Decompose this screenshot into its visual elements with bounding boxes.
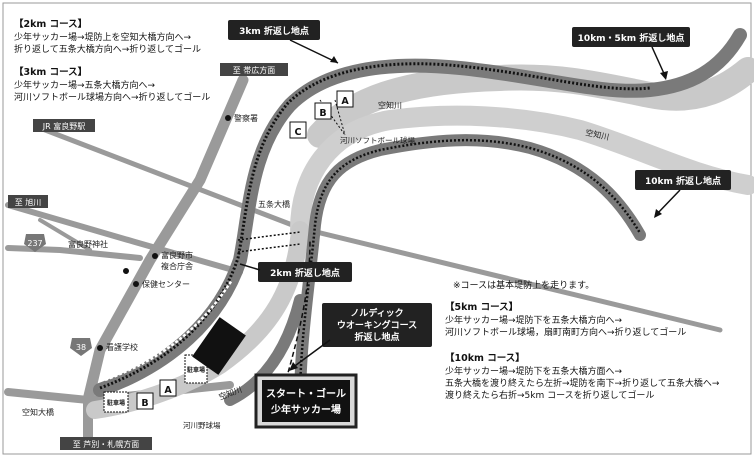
river-label-upper: 空知川	[378, 100, 402, 110]
course-note: ※コースは基本堤防上を走ります。	[453, 279, 594, 291]
course-5km-text: 【5km コース】 少年サッカー場→堤防下を五条大橋方向へ→ 河川ソフトボール球…	[445, 301, 686, 338]
svg-text:A: A	[341, 96, 349, 107]
svg-text:C: C	[295, 127, 302, 138]
jr-station-box: JR 富良野駅	[33, 119, 95, 132]
svg-text:ウオーキングコース: ウオーキングコース	[337, 319, 417, 331]
course-lines	[99, 62, 651, 403]
svg-text:10km 折返し地点: 10km 折返し地点	[645, 175, 721, 187]
course-2km-text: 【2km コース】 少年サッカー場→堤防上を空知大橋方向へ→ 折り返して五条大橋…	[14, 18, 201, 55]
to-obihiro-box: 至 帯広方面	[220, 63, 288, 76]
svg-text:折返し地点: 折返し地点	[354, 331, 399, 343]
road-237	[5, 245, 143, 261]
embankment-start	[224, 294, 306, 406]
gojo-bridge-course	[237, 231, 301, 253]
marker-b2: B	[136, 392, 154, 410]
course-2km-line	[104, 279, 234, 382]
course-10km-line	[298, 138, 642, 403]
callout-start-goal: スタート・ゴール 少年サッカー場	[254, 373, 358, 429]
jr-station-label: JR 富良野駅	[42, 121, 85, 131]
route-38-label: 38	[76, 343, 86, 352]
course-5km-line1: 少年サッカー場→堤防下を五条大橋方向へ→	[445, 314, 623, 326]
course-5km-title: 【5km コース】	[445, 301, 518, 313]
shrine-label: 富良野神社	[68, 239, 108, 249]
svg-text:スタート・ゴール: スタート・ゴール	[266, 387, 346, 400]
route-38-shield: 38	[70, 338, 92, 356]
shrine-dot	[123, 268, 129, 274]
course-10km-title: 【10km コース】	[445, 352, 525, 364]
river-bed-middle	[290, 105, 754, 240]
course-5km-line2: 河川ソフトボール球場，扇町南町方向へ→折り返してゴール	[445, 326, 686, 338]
to-ashibetsu-box: 至 芦別・札幌方面	[60, 437, 152, 450]
callout-10km-turn: 10km 折返し地点	[635, 170, 731, 218]
softball-field-label: 河川ソフトボール球場	[340, 135, 415, 145]
course-2km-line2: 折り返して五条大橋方向へ→折り返してゴール	[14, 43, 201, 55]
course-10km-text: 【10km コース】 少年サッカー場→堤防下を五条大橋方面へ→ 五条大橋を渡り終…	[445, 352, 720, 401]
marker-c: C	[289, 121, 307, 139]
course-2km-line1: 少年サッカー場→堤防上を空知大橋方向へ→	[14, 31, 192, 43]
city-hall-dot	[152, 253, 158, 259]
to-obihiro-label: 至 帯広方面	[233, 65, 276, 75]
svg-text:少年サッカー場: 少年サッカー場	[270, 403, 341, 416]
to-asahikawa-box: 至 旭川	[8, 195, 48, 208]
svg-text:B: B	[141, 398, 148, 409]
kawaguchi-field-label: 河川野球場	[183, 420, 221, 430]
marker-a2: A	[159, 379, 177, 397]
callout-nordic-turn: ノルディック ウオーキングコース 折返し地点	[289, 303, 432, 371]
course-2km-title: 【2km コース】	[14, 18, 87, 30]
route-237-label: 237	[27, 239, 42, 248]
svg-text:ノルディック: ノルディック	[350, 307, 403, 319]
softball-leader	[319, 99, 346, 136]
nursing-school-label: 看護学校	[106, 342, 138, 352]
parking-2-label: 駐車場	[187, 366, 205, 374]
to-asahikawa-label: 至 旭川	[15, 197, 42, 207]
course-10km-line1: 少年サッカー場→堤防下を五条大橋方面へ→	[445, 365, 623, 377]
embankment-north	[93, 28, 747, 397]
health-center-dot	[133, 281, 139, 287]
to-ashibetsu-label: 至 芦別・札幌方面	[73, 439, 140, 449]
gojo-bridge-label: 五条大橋	[258, 199, 290, 209]
svg-text:3km 折返し地点: 3km 折返し地点	[239, 25, 309, 37]
road-branch	[38, 218, 92, 252]
callout-2km-turn: 2km 折返し地点	[239, 262, 352, 282]
svg-text:B: B	[319, 108, 326, 119]
course-3km-title: 【3km コース】	[14, 66, 87, 78]
marker-b1: B	[314, 102, 332, 120]
nursing-school-dot	[97, 345, 103, 351]
marker-a1: A	[336, 90, 354, 108]
parking-1: 駐車場	[103, 391, 129, 413]
course-3km-line1: 少年サッカー場→五条大橋方向へ→	[14, 79, 156, 91]
city-hall-label-2: 複合庁舎	[161, 261, 193, 271]
police-dot	[225, 115, 231, 121]
course-10km-line3: 渡り終えたら右折→5km コースを折り返してゴール	[445, 389, 654, 401]
sorachi-bridge-label: 空知大橋	[22, 407, 54, 417]
route-237-shield: 237	[24, 234, 46, 252]
police-label: 警察署	[234, 113, 258, 123]
city-hall-label-1: 富良野市	[161, 250, 193, 260]
callout-10km-5km-turn: 10km・5km 折返し地点	[572, 27, 690, 80]
road-to-asahikawa	[5, 202, 243, 275]
road-to-obihiro	[82, 74, 249, 406]
svg-text:2km 折返し地点: 2km 折返し地点	[270, 267, 340, 279]
course-3km-line2: 河川ソフトボール球場方向へ→折り返してゴール	[14, 91, 210, 103]
course-3km-text: 【3km コース】 少年サッカー場→五条大橋方向へ→ 河川ソフトボール球場方向へ…	[14, 66, 210, 103]
course-10km-line2: 五条大橋を渡り終えたら左折→堤防を南下→折り返して五条大橋へ→	[445, 377, 720, 389]
parking-1-label: 駐車場	[107, 399, 125, 407]
river-label-right: 空知川	[585, 127, 611, 142]
callout-3km-turn: 3km 折返し地点	[228, 20, 339, 64]
health-center-label: 保健センター	[142, 279, 190, 289]
nordic-course-line	[285, 239, 311, 381]
svg-text:10km・5km 折返し地点: 10km・5km 折返し地点	[578, 32, 685, 44]
svg-text:A: A	[164, 385, 172, 396]
soccer-field-shape	[192, 317, 246, 375]
